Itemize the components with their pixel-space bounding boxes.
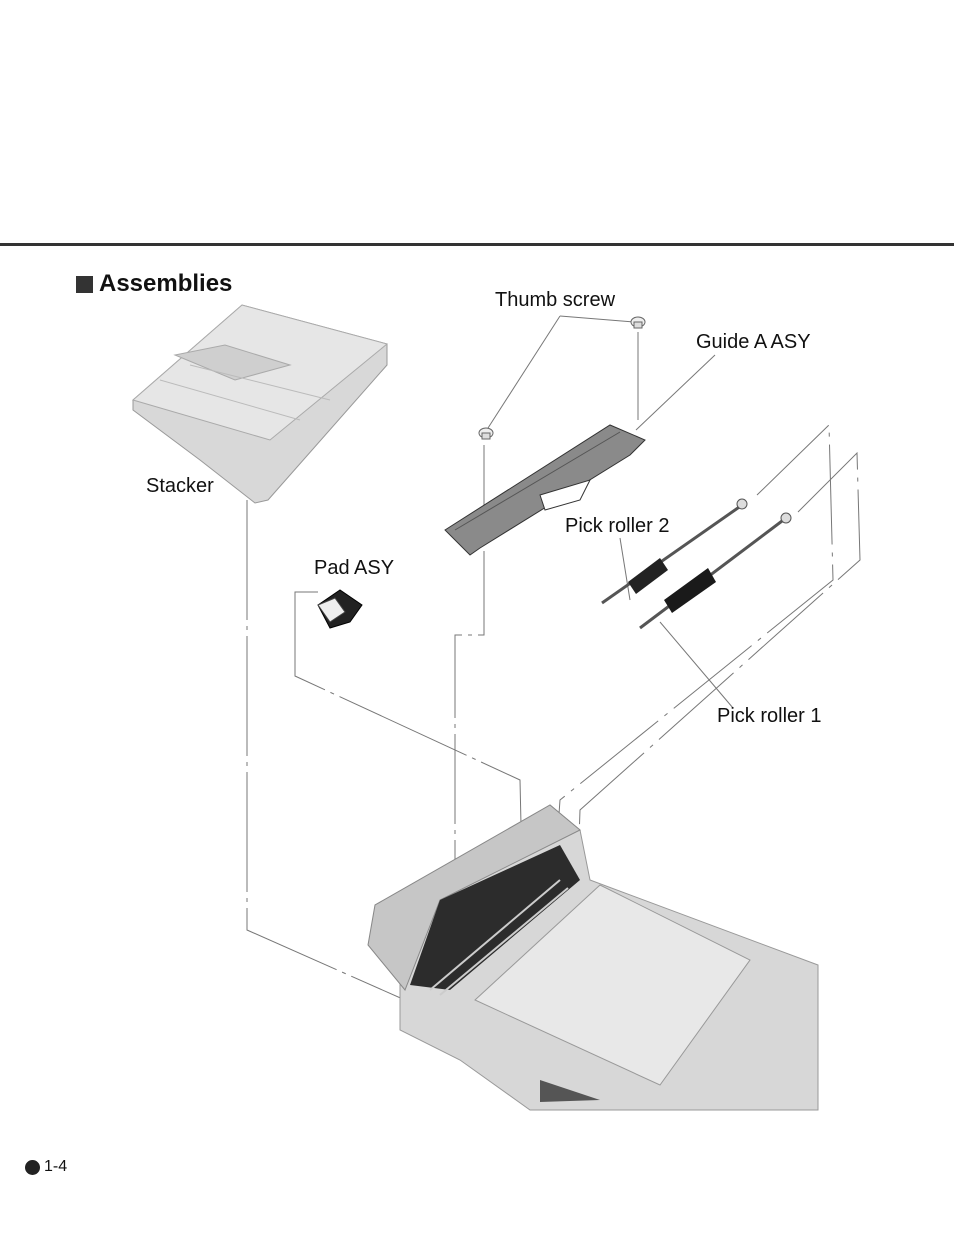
thumb-screw-part xyxy=(478,316,646,440)
pad-asy-part xyxy=(317,589,363,629)
header-rule xyxy=(0,243,954,246)
page-number: 1-4 xyxy=(44,1158,68,1175)
stacker-label: Stacker xyxy=(146,475,214,497)
circle-bullet-icon xyxy=(25,1159,40,1175)
guide-a-asy-label: Guide A ASY xyxy=(696,331,811,353)
pick-roller-1-part xyxy=(639,512,792,630)
square-bullet-icon xyxy=(76,275,93,293)
section-heading: Assemblies xyxy=(76,270,232,298)
scanner-body xyxy=(367,804,819,1111)
stacker-part xyxy=(131,304,389,504)
thumb-screw-label: Thumb screw xyxy=(495,289,616,311)
section-title-text: Assemblies xyxy=(99,270,233,297)
pick-roller-2-part xyxy=(601,498,748,605)
pick-roller-2-label: Pick roller 2 xyxy=(565,515,670,537)
pick-roller-1-label: Pick roller 1 xyxy=(717,705,822,727)
pad-asy-label: Pad ASY xyxy=(314,557,395,579)
page-footer: 1-4 xyxy=(25,1158,67,1176)
guide-a-asy-part xyxy=(444,424,646,556)
leader-lines xyxy=(246,315,861,1001)
